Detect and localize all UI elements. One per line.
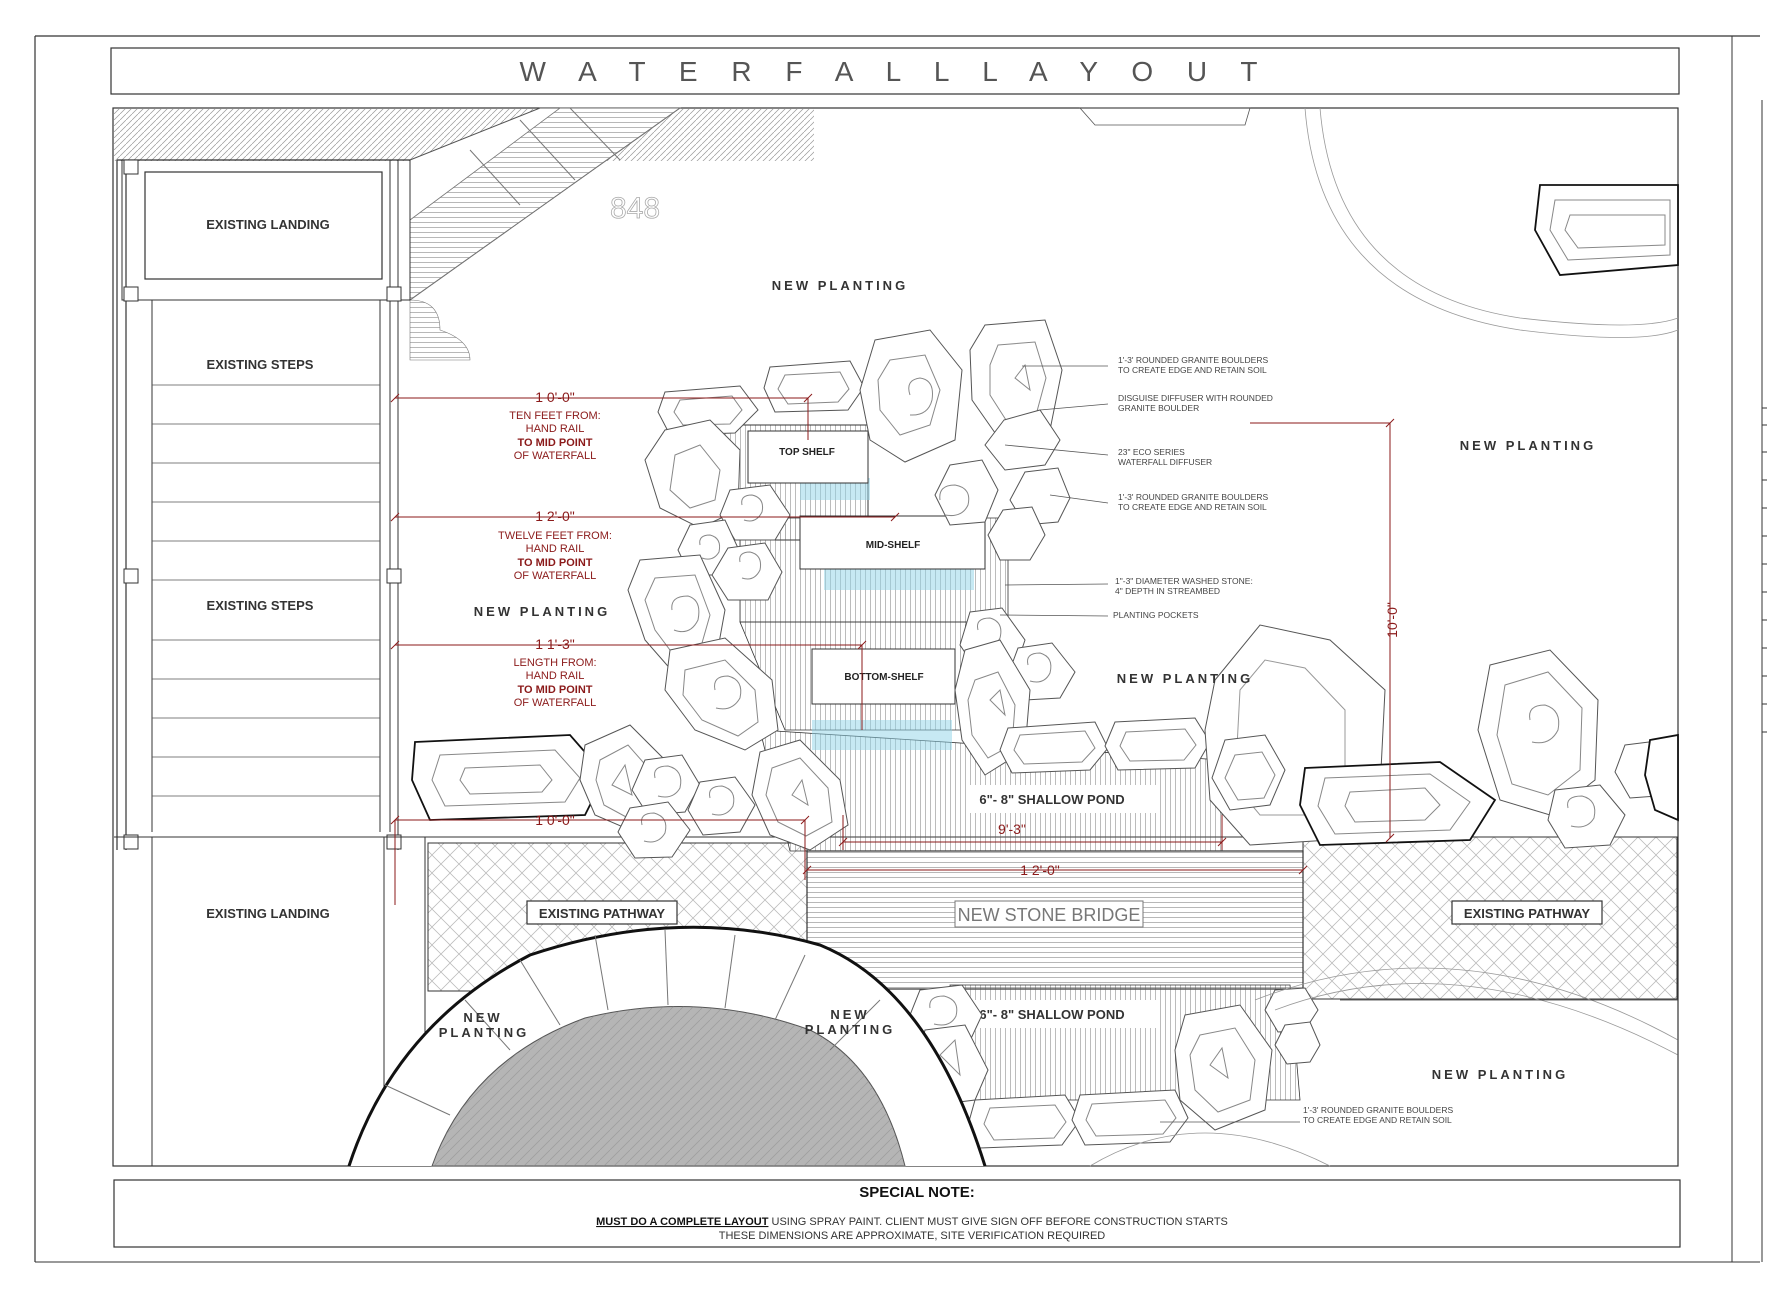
dim2-line1: TWELVE FEET FROM: <box>498 530 612 542</box>
bridge-label: NEW STONE BRIDGE <box>958 905 1141 925</box>
title-block-edge <box>1761 100 1767 1262</box>
landing-top-label: EXISTING LANDING <box>206 217 330 232</box>
note3-line2: WATERFALL DIFFUSER <box>1118 457 1212 467</box>
pathway-right <box>1302 836 1678 1000</box>
arbor-outlines <box>1079 107 1679 1167</box>
dim1-bold: TO MID POINT <box>518 437 593 449</box>
planting-bottom-mid-line1: NEW <box>830 1007 869 1022</box>
planting-bottom-right: NEW PLANTING <box>1432 1067 1568 1082</box>
steps-upper-label: EXISTING STEPS <box>207 357 314 372</box>
pond-lower-label: 6"- 8" SHALLOW POND <box>979 1007 1124 1022</box>
dim1-value: 1 0'-0" <box>535 389 575 405</box>
boulders <box>411 184 1679 1149</box>
planting-center-mid: NEW PLANTING <box>1117 671 1253 686</box>
house-number: 848 <box>610 192 660 225</box>
dimension-lines <box>390 393 1395 905</box>
fire-pit <box>347 925 987 1167</box>
roof-area: 848 <box>114 107 814 361</box>
page-title: W A T E R F A L L L A Y O U T <box>519 56 1270 87</box>
dim2-line2: HAND RAIL <box>526 543 585 555</box>
dim2-tail: OF WATERFALL <box>514 570 597 582</box>
planting-bottom-left-line1: NEW <box>463 1010 502 1025</box>
dim3-tail: OF WATERFALL <box>514 697 597 709</box>
dim-bottom-left: 1 0'-0" <box>535 812 575 828</box>
dim-bridge-width: 1 2'-0" <box>1020 862 1060 878</box>
dim3-value: 1 1'-3" <box>535 636 575 652</box>
mid-shelf-label: MID-SHELF <box>866 540 920 551</box>
note5-line2: 4" DEPTH IN STREAMBED <box>1115 586 1220 596</box>
note4-line2: TO CREATE EDGE AND RETAIN SOIL <box>1118 502 1267 512</box>
dim-vertical: 10'-0" <box>1384 602 1400 638</box>
special-note-heading: SPECIAL NOTE: <box>859 1184 975 1201</box>
planting-right: NEW PLANTING <box>1460 438 1596 453</box>
note3-line1: 23" ECO SERIES <box>1118 447 1185 457</box>
note2-line1: DISGUISE DIFFUSER WITH ROUNDED <box>1118 393 1273 403</box>
special-note-line1-rest: USING SPRAY PAINT. CLIENT MUST GIVE SIGN… <box>768 1216 1227 1228</box>
dim-pond-width: 9'-3" <box>998 821 1026 837</box>
special-note-underlined: MUST DO A COMPLETE LAYOUT <box>596 1216 769 1228</box>
landing-bottom-label: EXISTING LANDING <box>206 906 330 921</box>
note7-line1: 1'-3' ROUNDED GRANITE BOULDERS <box>1303 1105 1453 1115</box>
planting-top-center: NEW PLANTING <box>772 278 908 293</box>
pathway-left-label: EXISTING PATHWAY <box>539 906 665 921</box>
note4-line1: 1'-3' ROUNDED GRANITE BOULDERS <box>1118 492 1268 502</box>
special-note-line2: THESE DIMENSIONS ARE APPROXIMATE, SITE V… <box>719 1230 1106 1242</box>
dim3-bold: TO MID POINT <box>518 684 593 696</box>
top-shelf-label: TOP SHELF <box>779 447 835 458</box>
note1-line2: TO CREATE EDGE AND RETAIN SOIL <box>1118 365 1267 375</box>
dim1-line1: TEN FEET FROM: <box>509 410 600 422</box>
note1-line1: 1'-3' ROUNDED GRANITE BOULDERS <box>1118 355 1268 365</box>
note6-line1: PLANTING POCKETS <box>1113 610 1199 620</box>
planting-bottom-left-line2: PLANTING <box>439 1025 529 1040</box>
stone-bridge <box>806 850 1304 990</box>
landing-top-box <box>144 171 383 280</box>
dim1-line2: HAND RAIL <box>526 423 585 435</box>
title-box <box>110 47 1680 95</box>
note7-line2: TO CREATE EDGE AND RETAIN SOIL <box>1303 1115 1452 1125</box>
planting-left-mid: NEW PLANTING <box>474 604 610 619</box>
planting-bottom-mid-line2: PLANTING <box>805 1022 895 1037</box>
leader-lines <box>999 365 1300 1123</box>
dim3-line1: LENGTH FROM: <box>513 657 596 669</box>
note5-line1: 1"-3" DIAMETER WASHED STONE: <box>1115 576 1253 586</box>
pathway-right-label: EXISTING PATHWAY <box>1464 906 1590 921</box>
note2-line2: GRANITE BOULDER <box>1118 403 1199 413</box>
dim2-value: 1 2'-0" <box>535 508 575 524</box>
dim1-tail: OF WATERFALL <box>514 450 597 462</box>
dim3-line2: HAND RAIL <box>526 670 585 682</box>
special-note-line1: MUST DO A COMPLETE LAYOUT USING SPRAY PA… <box>596 1216 1228 1228</box>
dim2-bold: TO MID POINT <box>518 557 593 569</box>
steps-lower-label: EXISTING STEPS <box>207 598 314 613</box>
pond-upper-label: 6"- 8" SHALLOW POND <box>979 792 1124 807</box>
bottom-shelf-label: BOTTOM-SHELF <box>844 672 923 683</box>
special-note-box <box>113 1179 1681 1248</box>
